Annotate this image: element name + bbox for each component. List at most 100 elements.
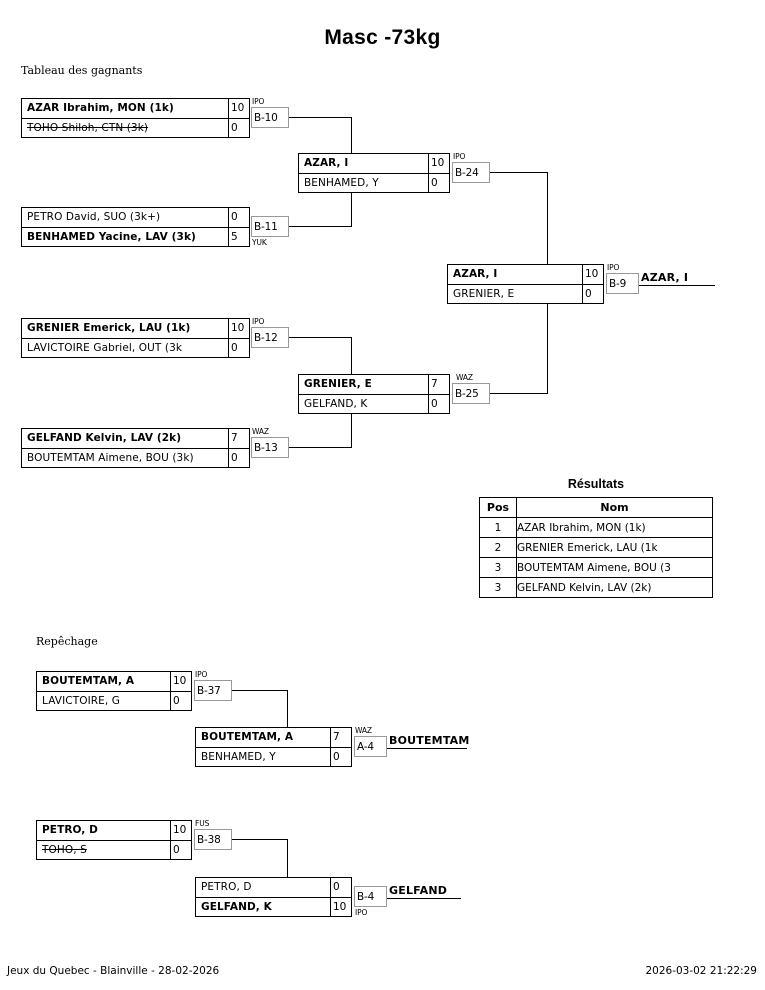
competitor-name: GRENIER Emerick, LAU (1k) <box>27 322 191 335</box>
connector-line <box>289 337 352 338</box>
competitor-name: TOHO Shiloh, CTN (3k) <box>27 121 149 134</box>
match-box-b4[interactable]: PETRO, D 0 GELFAND, K 10 <box>195 877 352 917</box>
competitor-name: PETRO, D <box>42 824 98 837</box>
results-title: Résultats <box>567 477 625 491</box>
match-row-bottom: GELFAND, K 0 <box>299 394 449 413</box>
competitor-score: 0 <box>330 747 351 766</box>
match-row-bottom: TOHO Shiloh, CTN (3k) 0 <box>22 118 249 137</box>
competitor-name: AZAR, I <box>304 157 349 170</box>
match-box-b10[interactable]: AZAR Ibrahim, MON (1k) 10 TOHO Shiloh, C… <box>21 98 250 138</box>
match-box-b38[interactable]: PETRO, D 10 TOHO, S 0 <box>36 820 192 860</box>
table-row: 2 GRENIER Emerick, LAU (1k <box>479 537 713 558</box>
connector-line <box>387 898 461 899</box>
connector-line <box>289 117 352 118</box>
connector-line <box>287 839 288 887</box>
match-box-a4[interactable]: BOUTEMTAM, A 7 BENHAMED, Y 0 <box>195 727 352 767</box>
competitor-name: LAVICTOIRE Gabriel, OUT (3k <box>27 341 183 354</box>
match-technique-tag: IPO <box>453 152 466 161</box>
connector-line <box>232 690 288 691</box>
match-box-b11[interactable]: PETRO David, SUO (3k+) 0 BENHAMED Yacine… <box>21 207 250 247</box>
table-row: 3 GELFAND Kelvin, LAV (2k) <box>479 577 713 598</box>
result-position: 3 <box>479 557 517 578</box>
match-box-b13[interactable]: GELFAND Kelvin, LAV (2k) 7 BOUTEMTAM Aim… <box>21 428 250 468</box>
connector-line <box>351 182 352 227</box>
competitor-score: 0 <box>228 448 249 467</box>
competitor-score: 10 <box>582 265 603 284</box>
match-box-b24[interactable]: AZAR, I 10 BENHAMED, Y 0 <box>298 153 450 193</box>
competitor-name: GRENIER, E <box>304 378 372 391</box>
competitor-name: LAVICTOIRE, G <box>42 694 121 707</box>
competitor-name: GELFAND Kelvin, LAV (2k) <box>27 432 182 445</box>
competitor-score: 0 <box>582 284 603 303</box>
result-position: 3 <box>479 577 517 598</box>
match-id-b11[interactable]: B-11 <box>251 216 289 237</box>
match-id-b4[interactable]: B-4 <box>354 886 387 907</box>
page-title: Masc -73kg <box>324 26 441 49</box>
column-header-nom: Nom <box>516 497 713 518</box>
match-id-b12[interactable]: B-12 <box>251 327 289 348</box>
competitor-score: 0 <box>428 173 449 192</box>
competitor-name: AZAR, I <box>453 268 498 281</box>
match-id-b10[interactable]: B-10 <box>251 107 289 128</box>
competitor-name: AZAR Ibrahim, MON (1k) <box>27 102 174 115</box>
match-row-top: BOUTEMTAM, A 10 <box>37 672 191 692</box>
connector-line <box>289 447 352 448</box>
competitor-score: 10 <box>428 154 449 173</box>
competitor-score: 0 <box>428 394 449 413</box>
connector-line <box>490 172 548 173</box>
competitor-name: BENHAMED Yacine, LAV (3k) <box>27 230 196 243</box>
competitor-score: 10 <box>170 672 191 691</box>
match-box-b37[interactable]: BOUTEMTAM, A 10 LAVICTOIRE, G 0 <box>36 671 192 711</box>
connector-line <box>232 839 288 840</box>
match-row-bottom: LAVICTOIRE, G 0 <box>37 691 191 710</box>
match-id-b25[interactable]: B-25 <box>452 383 490 404</box>
match-row-bottom: TOHO, S 0 <box>37 840 191 859</box>
repechage-caption: Repêchage <box>36 635 98 648</box>
result-name: AZAR Ibrahim, MON (1k) <box>516 517 713 538</box>
footer-event-info: Jeux du Quebec - Blainville - 28-02-2026 <box>7 965 220 977</box>
column-header-pos: Pos <box>479 497 517 518</box>
competitor-name: GELFAND, K <box>304 397 368 410</box>
match-id-a4[interactable]: A-4 <box>354 736 387 757</box>
match-row-top: PETRO David, SUO (3k+) 0 <box>22 208 249 228</box>
competitor-name: BOUTEMTAM, A <box>42 675 135 688</box>
match-box-b25[interactable]: GRENIER, E 7 GELFAND, K 0 <box>298 374 450 414</box>
match-technique-tag: IPO <box>252 97 265 106</box>
match-id-b13[interactable]: B-13 <box>251 437 289 458</box>
repechage-top-winner-label: BOUTEMTAM <box>389 734 470 747</box>
match-box-b9-final[interactable]: AZAR, I 10 GRENIER, E 0 <box>447 264 604 304</box>
result-name: BOUTEMTAM Aimene, BOU (3 <box>516 557 713 578</box>
match-id-b24[interactable]: B-24 <box>452 162 490 183</box>
match-row-bottom: BOUTEMTAM Aimene, BOU (3k) 0 <box>22 448 249 467</box>
results-header-row: Pos Nom <box>479 497 713 518</box>
competitor-score: 7 <box>330 728 351 747</box>
result-name: GELFAND Kelvin, LAV (2k) <box>516 577 713 598</box>
result-name: GRENIER Emerick, LAU (1k <box>516 537 713 558</box>
match-row-top: GRENIER, E 7 <box>299 375 449 395</box>
match-box-b12[interactable]: GRENIER Emerick, LAU (1k) 10 LAVICTOIRE … <box>21 318 250 358</box>
match-row-bottom: LAVICTOIRE Gabriel, OUT (3k 0 <box>22 338 249 357</box>
match-technique-tag: WAZ <box>252 427 269 436</box>
match-row-top: AZAR, I 10 <box>299 154 449 174</box>
match-row-top: GRENIER Emerick, LAU (1k) 10 <box>22 319 249 339</box>
result-position: 1 <box>479 517 517 538</box>
match-row-bottom: BENHAMED, Y 0 <box>299 173 449 192</box>
competitor-name: BOUTEMTAM Aimene, BOU (3k) <box>27 451 194 464</box>
connector-line <box>490 393 548 394</box>
match-technique-tag: WAZ <box>355 726 372 735</box>
connector-line <box>639 285 715 286</box>
match-id-b9[interactable]: B-9 <box>606 273 639 294</box>
match-technique-tag: YUK <box>252 238 267 247</box>
connector-line <box>287 690 288 738</box>
competitor-score: 0 <box>228 208 249 227</box>
connector-line <box>351 117 352 165</box>
match-id-b38[interactable]: B-38 <box>194 829 232 850</box>
competitor-name: BOUTEMTAM, A <box>201 731 294 744</box>
match-id-b37[interactable]: B-37 <box>194 680 232 701</box>
competitor-score: 10 <box>228 99 249 118</box>
match-row-bottom: BENHAMED Yacine, LAV (3k) 5 <box>22 227 249 246</box>
competitor-score: 0 <box>228 338 249 357</box>
winners-bracket-caption: Tableau des gagnants <box>21 64 143 77</box>
connector-line <box>351 337 352 385</box>
match-technique-tag: IPO <box>195 670 208 679</box>
